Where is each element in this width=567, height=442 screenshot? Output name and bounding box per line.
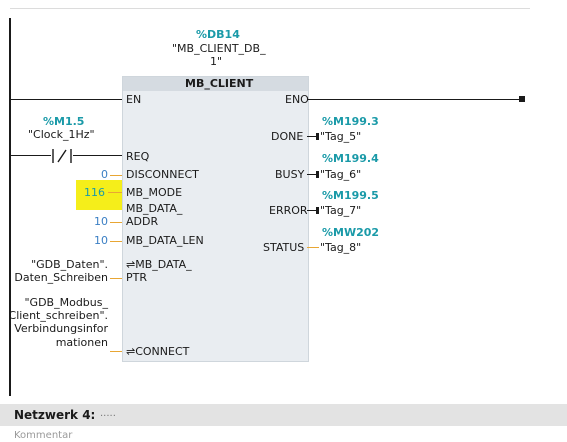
error-name[interactable]: "Tag_7" [320,204,362,217]
busy-arrow-icon [316,171,319,178]
connect-operand-line3[interactable]: Verbindungsinfor [14,322,108,335]
en-wire [11,99,122,100]
done-wire [307,136,318,137]
mb-mode-value[interactable]: 116 [84,186,105,199]
instance-db-name-line2[interactable]: 1" [210,55,223,68]
pin-done: DONE [271,130,304,143]
eno-arrow-icon [519,96,525,102]
status-connector [307,247,319,248]
instance-db-address[interactable]: %DB14 [196,28,240,41]
eno-wire [307,99,525,100]
busy-wire [307,174,318,175]
status-name[interactable]: "Tag_8" [320,241,362,254]
connect-operand-line4[interactable]: mationen [55,336,108,349]
mb-data-addr-connector [110,222,122,223]
mb-data-addr-value[interactable]: 10 [94,215,108,228]
pin-eno: ENO [285,93,309,106]
req-wire-left [11,155,51,156]
negated-contact-icon[interactable] [50,148,74,164]
network-4-comment[interactable]: Kommentar [14,430,73,441]
pin-mb-data-addr-line1: MB_DATA_ [126,202,183,215]
req-wire-right [73,155,122,156]
mb-data-len-value[interactable]: 10 [94,234,108,247]
disconnect-connector [110,175,122,176]
mb-client-block[interactable] [122,76,309,362]
pin-disconnect: DISCONNECT [126,168,199,181]
pin-status: STATUS [263,241,305,254]
block-title[interactable]: MB_CLIENT [185,77,254,90]
mb-data-ptr-connector [110,278,122,279]
done-name[interactable]: "Tag_5" [320,130,362,143]
req-address[interactable]: %M1.5 [43,115,85,128]
pin-mb-data-addr-line2: ADDR [126,215,159,228]
pin-mb-data-ptr-line1: ⇌MB_DATA_ [126,258,192,271]
pin-error: ERROR [269,204,308,217]
req-name[interactable]: "Clock_1Hz" [28,128,95,141]
top-border [10,8,530,9]
status-address[interactable]: %MW202 [322,226,380,239]
left-power-rail [9,18,11,396]
mb-mode-connector [108,192,122,193]
pin-mb-data-len: MB_DATA_LEN [126,234,204,247]
ptr-operand-line2[interactable]: Daten_Schreiben [14,271,108,284]
busy-name[interactable]: "Tag_6" [320,168,362,181]
network-4-header[interactable] [0,404,567,426]
mb-mode-highlight [76,180,122,210]
pin-req: REQ [126,150,150,163]
done-arrow-icon [316,133,319,140]
pin-mb-data-ptr-line2: PTR [126,271,147,284]
busy-address[interactable]: %M199.4 [322,152,379,165]
connect-operand-line1[interactable]: "GDB_Modbus_ [24,296,109,309]
ptr-operand-line1[interactable]: "GDB_Daten". [31,258,108,271]
pin-busy: BUSY [275,168,305,181]
block-header [123,77,308,91]
disconnect-value[interactable]: 0 [101,168,108,181]
done-address[interactable]: %M199.3 [322,115,379,128]
network-4-title-field[interactable]: ..... [100,408,116,419]
error-address[interactable]: %M199.5 [322,189,379,202]
pin-en: EN [126,93,142,106]
network-4-title: Netzwerk 4: [14,408,96,422]
instance-db-name-line1[interactable]: "MB_CLIENT_DB_ [172,42,266,55]
connect-connector [110,351,122,352]
mb-data-len-connector [110,241,122,242]
pin-connect: ⇌CONNECT [126,345,190,358]
error-arrow-icon [316,207,319,214]
pin-mb-mode: MB_MODE [126,186,183,199]
error-wire [307,210,318,211]
connect-operand-line2[interactable]: Client_schreiben". [8,309,108,322]
